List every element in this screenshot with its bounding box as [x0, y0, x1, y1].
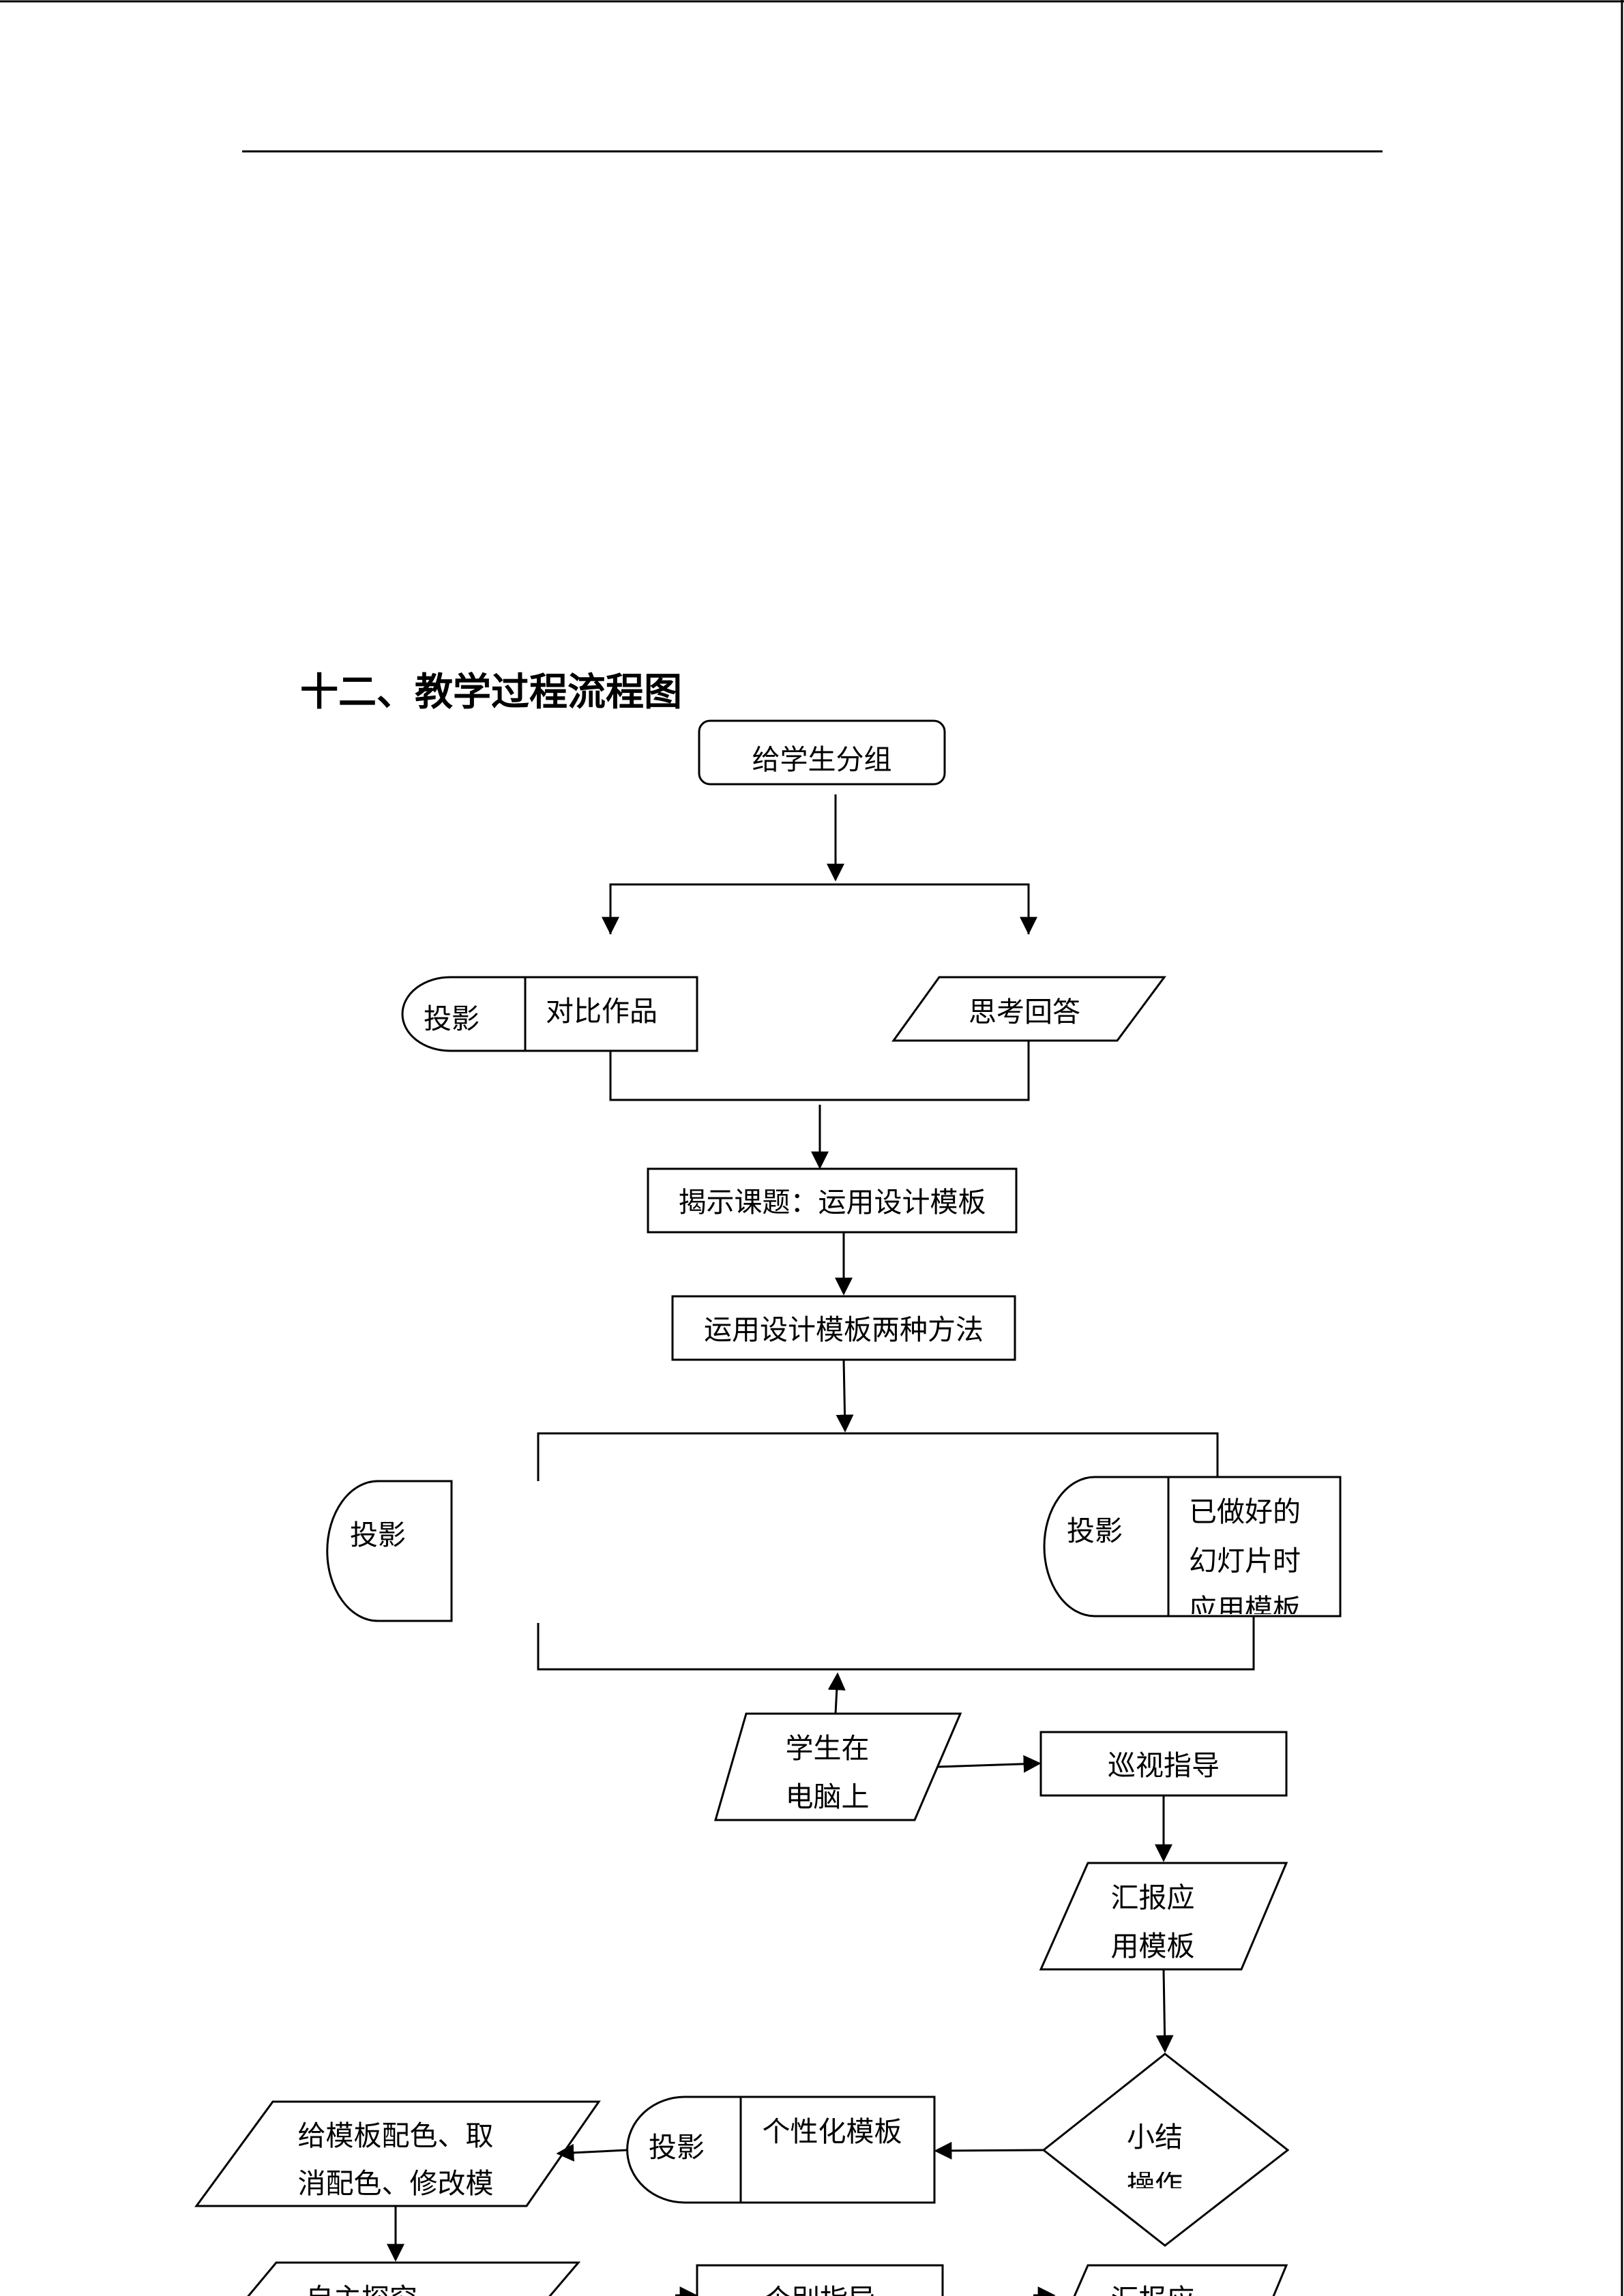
merge-connector: [609, 1041, 1030, 1101]
text-color-line1: 给模板配色、取: [298, 2119, 494, 2152]
node-projection-1: [401, 976, 527, 1052]
text-report-line1: 汇报应: [1111, 1881, 1195, 1914]
node-reveal-topic: [647, 1167, 1018, 1234]
node-self-explore: [247, 2261, 581, 2296]
text-color-line2: 消配色、修改模: [298, 2167, 494, 2200]
text-projection-4: 投影: [649, 2131, 705, 2164]
arrow-student-to-bracket: [827, 1672, 846, 1714]
node-applied-slides: [1167, 1476, 1342, 1617]
text-reveal-topic: 揭示课题：运用设计模板: [679, 1186, 986, 1219]
bracket-bottom: [537, 1616, 1255, 1671]
node-group-students: [698, 719, 946, 786]
arrow-summary-to-personal: [934, 2141, 1044, 2160]
text-summary-line1: 小结: [1127, 2121, 1183, 2153]
split-connector: [609, 883, 1030, 934]
arrow-personal-to-color: [556, 2143, 628, 2162]
section-title: 十二、教学过程流程图: [300, 670, 682, 715]
node-student-computer: [714, 1712, 962, 1821]
node-summary-operation: [1042, 2053, 1290, 2247]
bracket-top: [537, 1432, 1219, 1481]
text-projection-1: 投影: [424, 1002, 479, 1035]
node-projection-4: [626, 2096, 742, 2204]
text-applied-line1: 已做好的: [1189, 1495, 1301, 1528]
node-report-2: [1073, 2264, 1288, 2296]
text-compare-works: 对比作品: [546, 995, 658, 1028]
text-think-answer: 思考回答: [969, 996, 1080, 1028]
text-individual-guide: 个别指导: [764, 2283, 876, 2296]
node-projection-2: [326, 1480, 453, 1622]
text-projection-3: 投影: [1067, 1515, 1123, 1547]
text-applied-line2: 幻灯片时: [1189, 1545, 1301, 1577]
node-personal-template: [739, 2096, 936, 2204]
arrow-student-to-patrol: [936, 1755, 1042, 1773]
arrow-methods-to-bracket: [836, 1359, 854, 1433]
text-patrol-guide: 巡视指导: [1108, 1749, 1220, 1782]
text-group-students: 给学生分组: [752, 743, 892, 776]
node-projection-3: [1043, 1476, 1170, 1617]
text-summary-line2: 操作: [1127, 2168, 1183, 2201]
text-student-line1: 学生在: [786, 1732, 870, 1765]
text-personal-template: 个性化模板: [763, 2115, 902, 2148]
text-applied-line3: 应用模板: [1189, 1593, 1301, 1626]
text-report-line2: 用模板: [1111, 1930, 1195, 1963]
node-think-answer: [891, 976, 1166, 1042]
text-self-explore: 自主探究: [306, 2282, 417, 2296]
node-color-template: [194, 2100, 601, 2207]
text-student-line2: 电脑上: [786, 1780, 870, 1813]
text-report-2: 汇报应: [1111, 2283, 1195, 2296]
node-individual-guide: [696, 2264, 944, 2296]
text-projection-2: 投影: [350, 1519, 406, 1551]
arrow-report-to-summary: [1155, 1969, 1174, 2053]
text-two-methods: 运用设计模板两种方法: [704, 1313, 984, 1346]
node-report-template: [1039, 1862, 1288, 1971]
